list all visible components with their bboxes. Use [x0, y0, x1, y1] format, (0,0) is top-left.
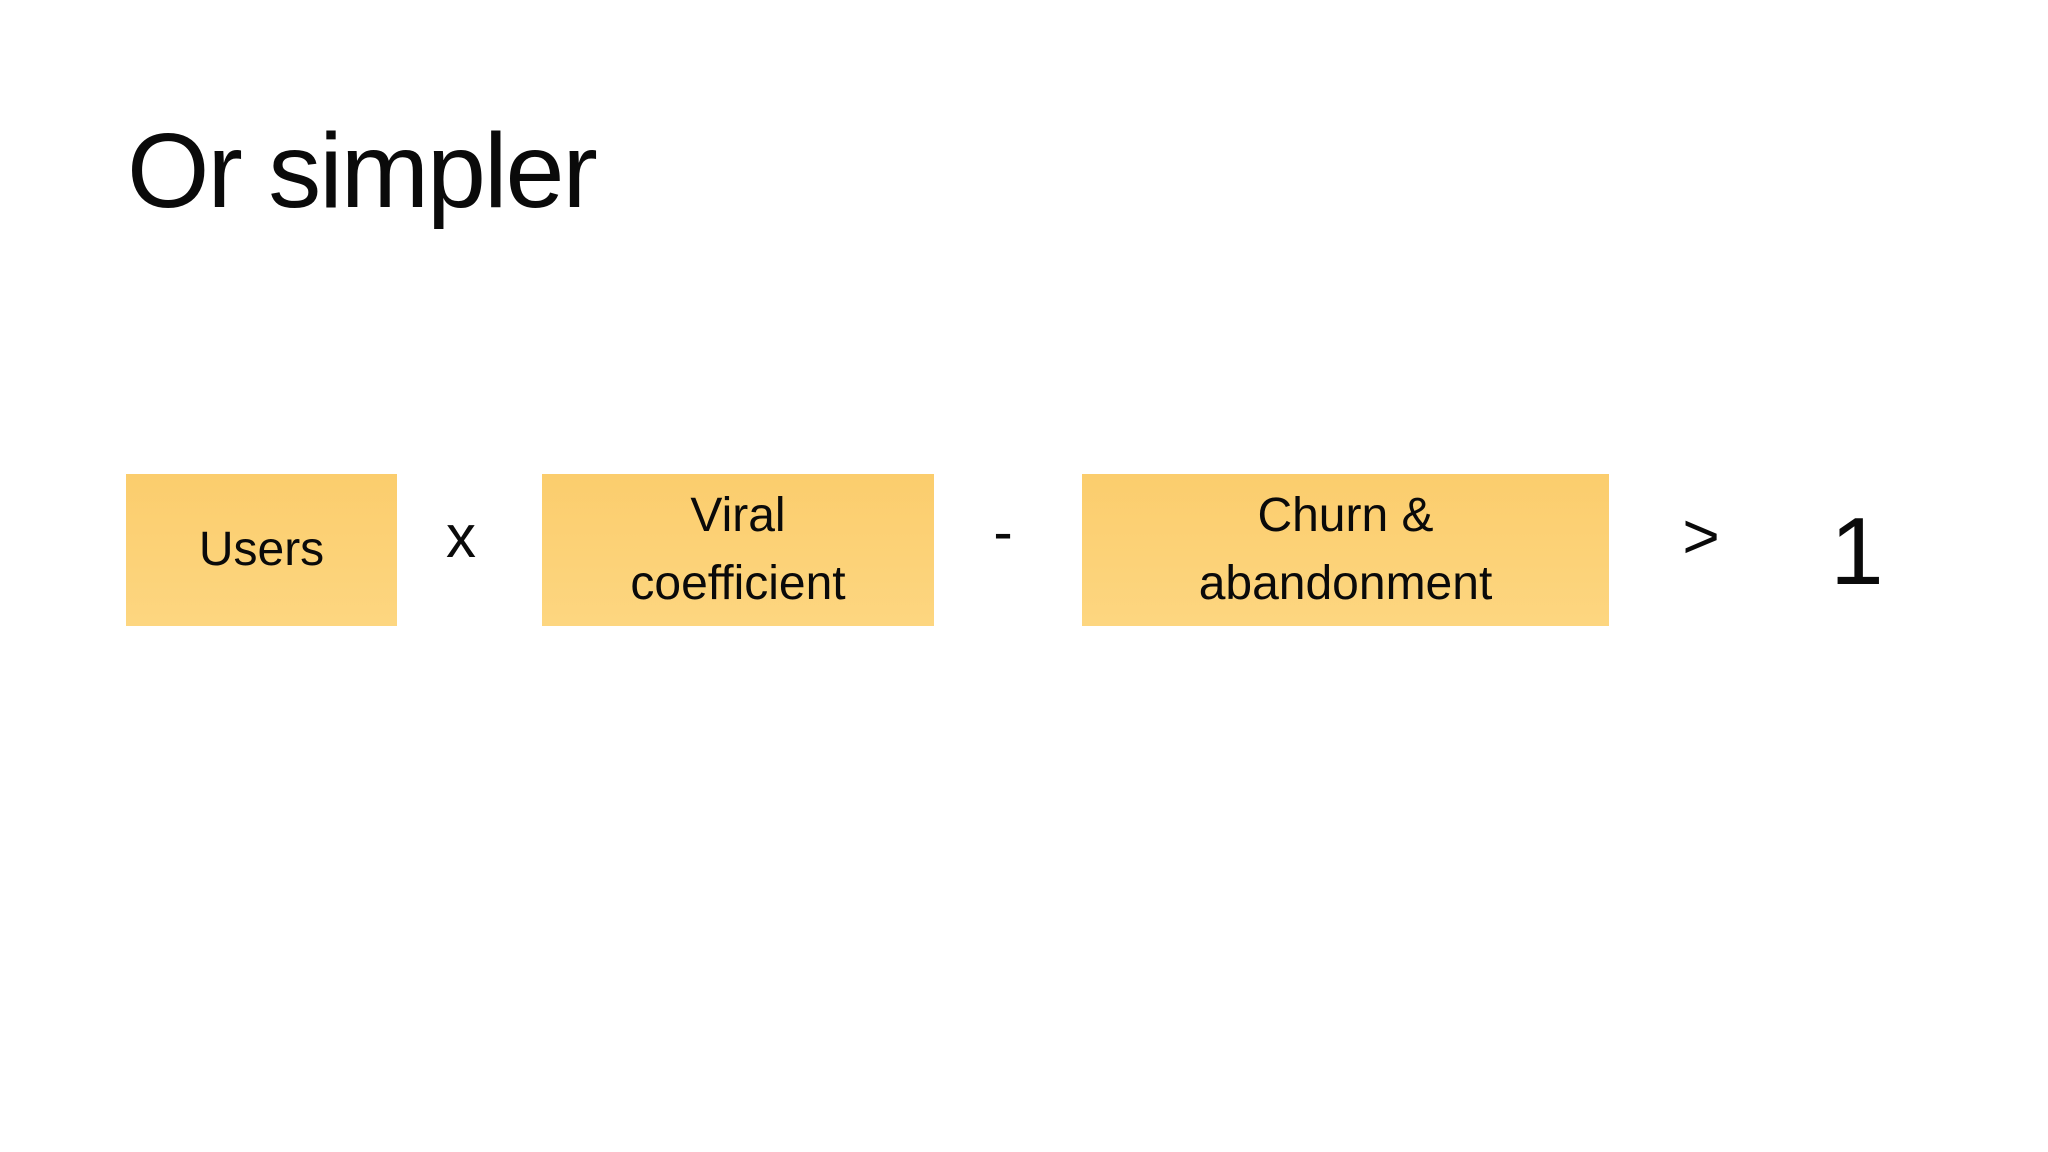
- term-box-viral-coefficient-line1: Viral: [690, 489, 786, 542]
- result-value: 1: [1830, 498, 1884, 605]
- term-box-users-line1: Users: [198, 523, 325, 576]
- term-box-viral-coefficient: Viral coefficient: [542, 474, 934, 626]
- term-box-churn-abandonment-label: Churn & abandonment: [1199, 482, 1493, 618]
- multiply-operator: x: [446, 503, 476, 570]
- term-box-viral-coefficient-line2: coefficient: [630, 557, 846, 610]
- slide-title: Or simpler: [127, 112, 598, 230]
- term-box-viral-coefficient-label: Viral coefficient: [630, 482, 845, 618]
- term-box-churn-abandonment: Churn & abandonment: [1082, 474, 1609, 626]
- term-box-users-label: Users: [199, 516, 324, 584]
- minus-operator: -: [993, 500, 1013, 565]
- term-box-churn-abandonment-line2: abandonment: [1198, 557, 1493, 610]
- term-box-users: Users: [126, 474, 397, 626]
- formula-row: Users x Viral coefficient - Churn & aban…: [0, 474, 2048, 626]
- greater-than-operator: >: [1682, 500, 1720, 572]
- term-box-churn-abandonment-line1: Churn &: [1257, 489, 1434, 542]
